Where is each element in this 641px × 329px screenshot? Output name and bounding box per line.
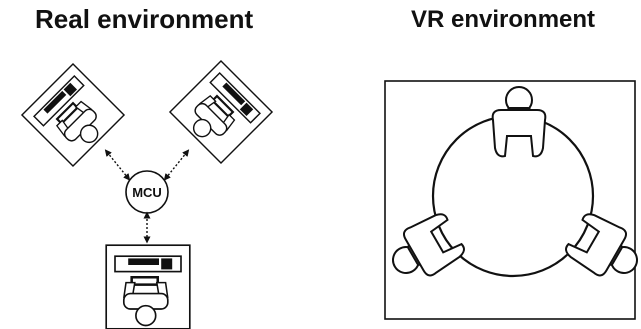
workstation-bottom bbox=[106, 245, 190, 329]
mcu-label: MCU bbox=[132, 185, 162, 200]
bidirectional-arrow-icon bbox=[166, 152, 187, 178]
bidirectional-arrow-icon bbox=[107, 152, 128, 178]
workstation-right bbox=[170, 61, 272, 163]
workstation-left bbox=[22, 64, 124, 166]
